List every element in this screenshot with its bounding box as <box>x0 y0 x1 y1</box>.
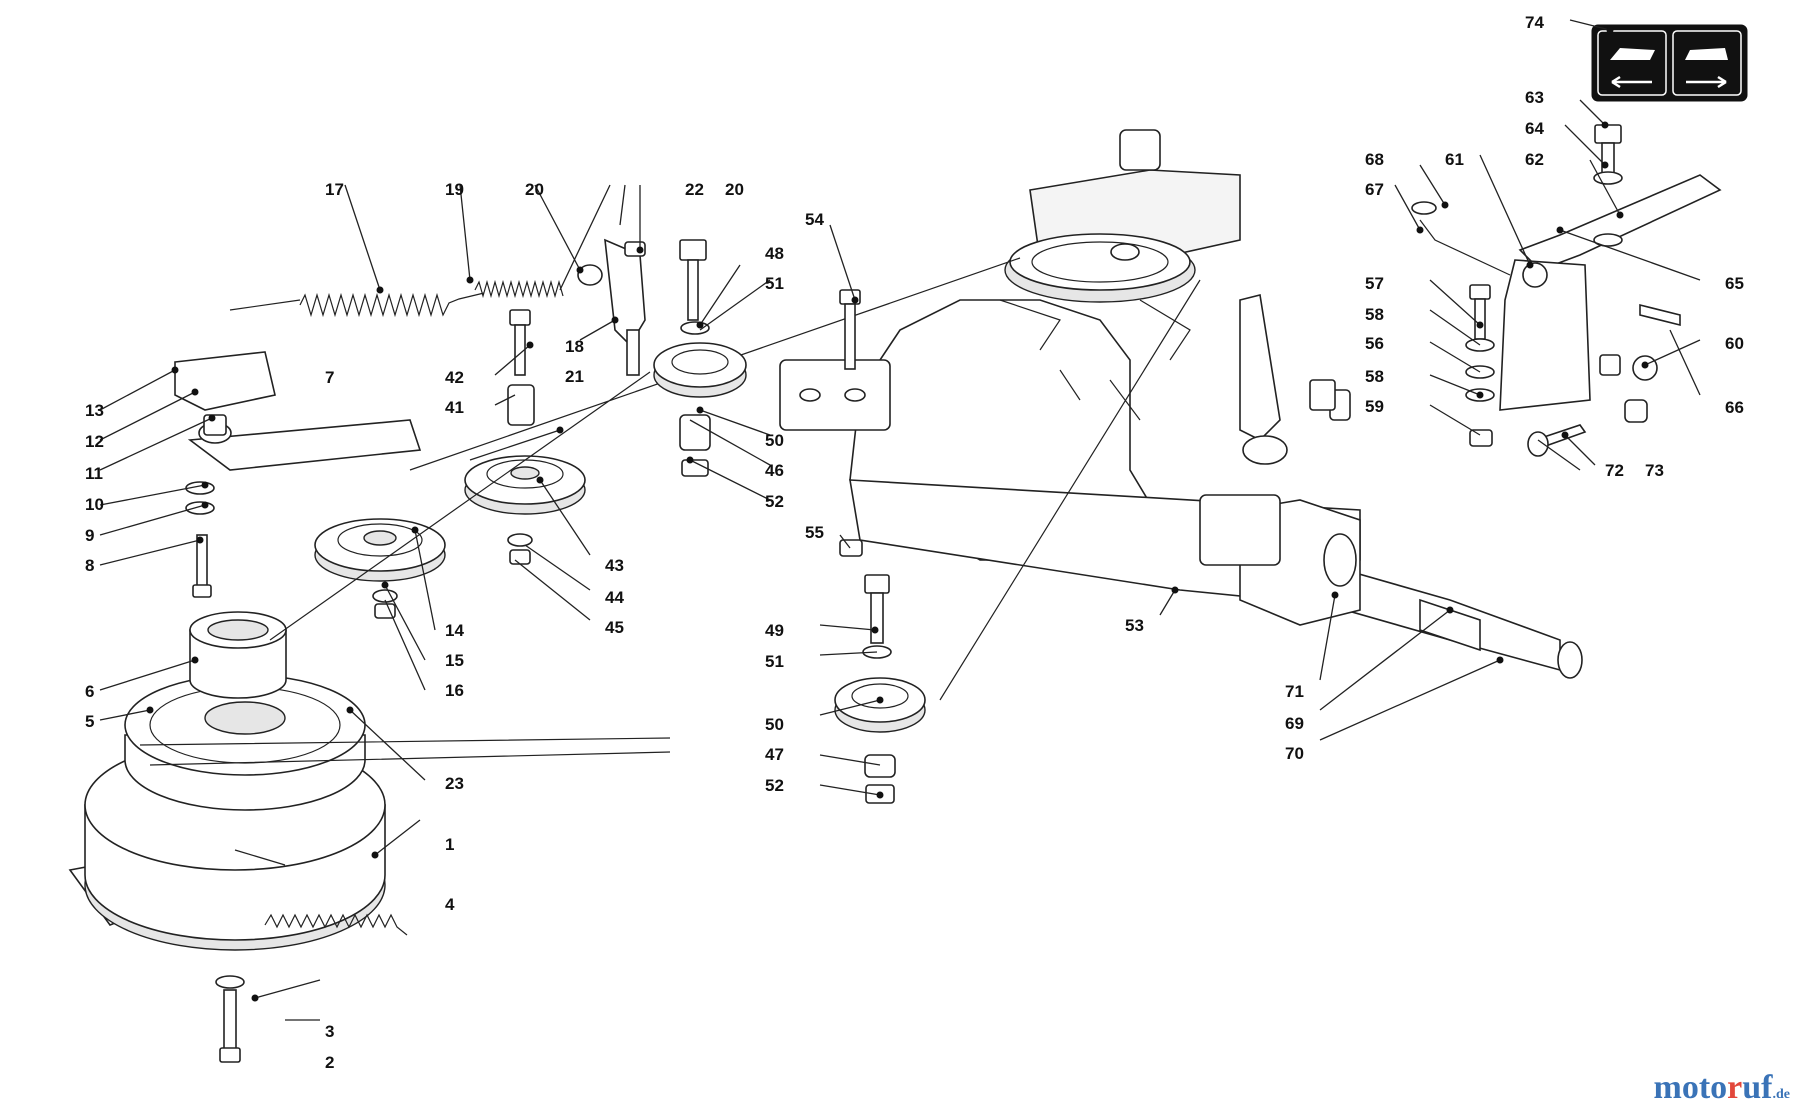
callout-44: 44 <box>605 588 624 607</box>
callout-68: 68 <box>1365 150 1384 169</box>
callout-56: 56 <box>1365 334 1384 353</box>
callout-9: 9 <box>85 526 94 545</box>
watermark-part4: .de <box>1772 1087 1791 1102</box>
leader-lines <box>99 19 1701 1021</box>
callout-72: 72 <box>1605 461 1624 480</box>
callout-12: 12 <box>85 432 104 451</box>
transmission-housing <box>779 129 1583 679</box>
callout-18: 18 <box>565 337 584 356</box>
callout-labels: 1 2 3 4 5 6 7 8 9 10 11 12 13 14 15 16 1… <box>85 13 1744 1072</box>
callout-71: 71 <box>1285 682 1304 701</box>
callout-57: 57 <box>1365 274 1384 293</box>
callout-46: 46 <box>765 461 784 480</box>
callout-42: 42 <box>445 368 464 387</box>
callout-17: 17 <box>325 180 344 199</box>
callout-1: 1 <box>445 835 454 854</box>
callout-50b: 50 <box>765 715 784 734</box>
electric-clutch <box>68 611 671 1063</box>
callout-70: 70 <box>1285 744 1304 763</box>
callout-20a: 20 <box>525 180 544 199</box>
callout-14: 14 <box>445 621 464 640</box>
callout-60: 60 <box>1725 334 1744 353</box>
watermark-part1: moto <box>1653 1069 1728 1106</box>
callout-3: 3 <box>325 1022 334 1041</box>
callout-73: 73 <box>1645 461 1664 480</box>
callout-48: 48 <box>765 244 784 263</box>
callout-6: 6 <box>85 682 94 701</box>
callout-51b: 51 <box>765 652 784 671</box>
callout-8: 8 <box>85 556 94 575</box>
callout-69: 69 <box>1285 714 1304 733</box>
callout-58b: 58 <box>1365 367 1384 386</box>
callout-52a: 52 <box>765 492 784 511</box>
direction-decal <box>1591 24 1748 102</box>
callout-54: 54 <box>805 210 824 229</box>
watermark-logo: motoruf.de <box>1654 1069 1790 1107</box>
callout-10: 10 <box>85 495 104 514</box>
callout-23: 23 <box>445 774 464 793</box>
callout-62: 62 <box>1525 150 1544 169</box>
callout-65: 65 <box>1725 274 1744 293</box>
callout-53: 53 <box>1125 616 1144 635</box>
callout-2: 2 <box>325 1053 334 1072</box>
callout-66: 66 <box>1725 398 1744 417</box>
callout-61: 61 <box>1445 150 1464 169</box>
callout-5: 5 <box>85 712 94 731</box>
callout-43: 43 <box>605 556 624 575</box>
right-bracket-assembly <box>1411 124 1722 457</box>
callout-16: 16 <box>445 681 464 700</box>
watermark-part3: uf <box>1742 1069 1773 1106</box>
callout-63: 63 <box>1525 88 1544 107</box>
callout-52b: 52 <box>765 776 784 795</box>
callout-67: 67 <box>1365 180 1384 199</box>
callout-45: 45 <box>605 618 624 637</box>
callout-74: 74 <box>1525 13 1544 32</box>
callout-41: 41 <box>445 398 464 417</box>
callout-47: 47 <box>765 745 784 764</box>
callout-13: 13 <box>85 401 104 420</box>
callout-7: 7 <box>325 368 334 387</box>
callout-20b: 20 <box>725 180 744 199</box>
callout-22: 22 <box>685 180 704 199</box>
callout-58a: 58 <box>1365 305 1384 324</box>
part-drawings <box>68 24 1748 1063</box>
watermark-part2: r <box>1727 1069 1743 1106</box>
callout-49: 49 <box>765 621 784 640</box>
callout-51a: 51 <box>765 274 784 293</box>
callout-50a: 50 <box>765 431 784 450</box>
callout-4: 4 <box>445 895 455 914</box>
callout-19: 19 <box>445 180 464 199</box>
callout-11: 11 <box>85 464 103 483</box>
callout-59: 59 <box>1365 397 1384 416</box>
callout-15: 15 <box>445 651 464 670</box>
callout-21: 21 <box>565 367 584 386</box>
callout-55: 55 <box>805 523 824 542</box>
callout-64: 64 <box>1525 119 1544 138</box>
